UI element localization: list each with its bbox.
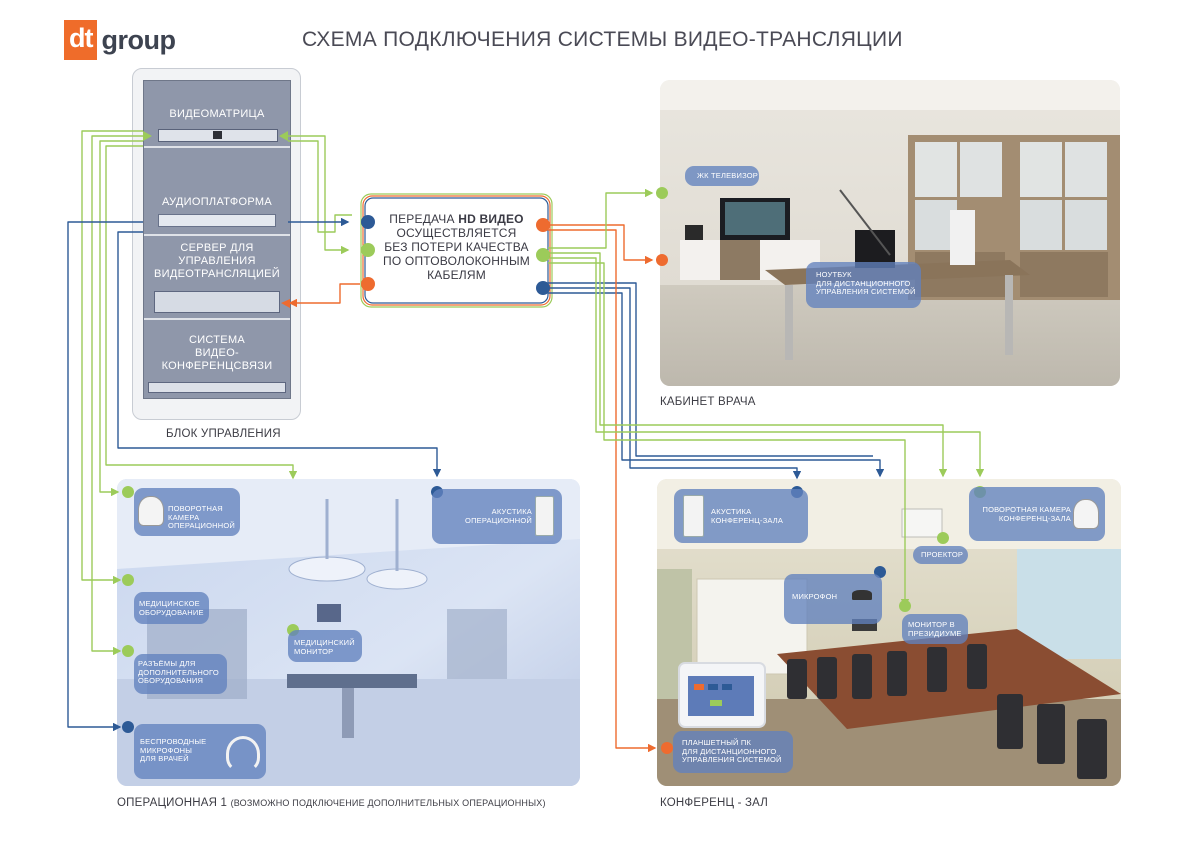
- ptz-camera-icon: [138, 496, 164, 526]
- hd-line-4: ПО ОПТОВОЛОКОННЫМ: [383, 254, 530, 268]
- vks-device: [148, 382, 286, 393]
- or-medical-monitor-line: МЕДИЦИНСКИЙ: [294, 638, 355, 647]
- or-connectors-label: РАЗЪЁМЫ ДЛЯ ДОПОЛНИТЕЛЬНОГО ОБОРУДОВАНИЯ: [134, 654, 227, 694]
- or-wireless-mics-label: БЕСПРОВОДНЫЕ МИКРОФОНЫ ДЛЯ ВРАЧЕЙ: [134, 724, 266, 779]
- or-acoustics-label: АКУСТИКА ОПЕРАЦИОННОЙ: [432, 489, 562, 544]
- rack-section-audio: АУДИОПЛАТФОРМА: [144, 148, 290, 236]
- server-label-line: ВИДЕОТРАНСЛЯЦИЕЙ: [153, 268, 280, 280]
- or-wireless-mics-line: БЕСПРОВОДНЫЕ: [140, 737, 207, 746]
- headset-icon: [226, 736, 260, 772]
- or-acoustics-label-line: ОПЕРАЦИОННОЙ: [465, 515, 532, 525]
- videomatrix-label: ВИДЕОМАТРИЦА: [169, 108, 265, 120]
- conference-caption: КОНФЕРЕНЦ - ЗАЛ: [660, 797, 769, 809]
- logo-group: group: [101, 24, 176, 55]
- or-connectors-line: РАЗЪЁМЫ ДЛЯ: [138, 659, 196, 668]
- server-label-line: УПРАВЛЕНИЯ: [178, 255, 256, 267]
- microphone-icon: [852, 590, 872, 600]
- conf-camera-label: ПОВОРОТНАЯ КАМЕРА КОНФЕРЕНЦ-ЗАЛА: [969, 487, 1105, 541]
- laptop-label-line: УПРАВЛЕНИЯ СИСТЕМОЙ: [816, 287, 916, 296]
- conf-camera-line: ПОВОРОТНАЯ КАМЕРА: [982, 505, 1071, 514]
- server-device: [154, 291, 280, 313]
- or-acoustics-label-line: АКУСТИКА: [491, 507, 532, 516]
- hd-line-5: КАБЕЛЯМ: [427, 268, 486, 282]
- or-connectors-line: ОБОРУДОВАНИЯ: [138, 676, 204, 685]
- rack-section-server: СЕРВЕР ДЛЯ УПРАВЛЕНИЯ ВИДЕОТРАНСЛЯЦИЕЙ: [144, 236, 290, 320]
- server-label: СЕРВЕР ДЛЯ УПРАВЛЕНИЯ ВИДЕОТРАНСЛЯЦИЕЙ: [144, 242, 290, 281]
- conf-acoustics-label: АКУСТИКА КОНФЕРЕНЦ-ЗАЛА: [674, 489, 808, 543]
- or-camera-label-line: ОПЕРАЦИОННОЙ: [168, 521, 235, 530]
- laptop-label: НОУТБУК ДЛЯ ДИСТАНЦИОННОГО УПРАВЛЕНИЯ СИ…: [806, 262, 921, 308]
- rack-section-vks: СИСТЕМА ВИДЕО- КОНФЕРЕНЦСВЯЗИ: [144, 320, 290, 398]
- dt-group-logo: dt group: [64, 20, 176, 60]
- operating-room-caption-main: ОПЕРАЦИОННАЯ 1: [117, 797, 228, 809]
- or-medical-monitor-label: МЕДИЦИНСКИЙ МОНИТОР: [288, 630, 362, 662]
- conf-tablet-label: ПЛАНШЕТНЫЙ ПК ДЛЯ ДИСТАНЦИОННОГО УПРАВЛЕ…: [673, 731, 793, 773]
- or-connectors-line: ДОПОЛНИТЕЛЬНОГО: [138, 667, 219, 677]
- laptop-label-line: ДЛЯ ДИСТАНЦИОННОГО: [816, 278, 911, 288]
- speaker-icon: [683, 495, 704, 537]
- conf-projector-label: ПРОЕКТОР: [913, 546, 968, 564]
- office-caption: КАБИНЕТ ВРАЧА: [660, 396, 756, 408]
- tablet-icon: [678, 662, 766, 728]
- page-title: СХЕМА ПОДКЛЮЧЕНИЯ СИСТЕМЫ ВИДЕО-ТРАНСЛЯЦ…: [302, 28, 903, 51]
- or-wireless-mics-line: МИКРОФОНЫ: [140, 745, 193, 755]
- control-unit-caption: БЛОК УПРАВЛЕНИЯ: [166, 428, 281, 440]
- hd-line-1-pre: ПЕРЕДАЧА: [389, 212, 459, 226]
- vks-label-line: СИСТЕМА: [188, 334, 246, 346]
- office-photo: [660, 80, 1120, 386]
- rack-section-videomatrix: ВИДЕОМАТРИЦА: [144, 81, 290, 148]
- hd-line-1-bold: HD ВИДЕО: [458, 212, 524, 226]
- laptop-label-line: НОУТБУК: [816, 270, 852, 279]
- hd-video-text: ПЕРЕДАЧА HD ВИДЕО ОСУЩЕСТВЛЯЕТСЯ БЕЗ ПОТ…: [365, 212, 548, 282]
- or-medical-monitor-line: МОНИТОР: [294, 646, 334, 656]
- tv-label-text: ЖК ТЕЛЕВИЗОР: [697, 171, 758, 180]
- hd-video-box: ПЕРЕДАЧА HD ВИДЕО ОСУЩЕСТВЛЯЕТСЯ БЕЗ ПОТ…: [365, 198, 548, 303]
- conf-camera-line: КОНФЕРЕНЦ-ЗАЛА: [998, 513, 1071, 523]
- conf-tablet-line: ДЛЯ ДИСТАНЦИОННОГО: [682, 746, 777, 756]
- vks-label: СИСТЕМА ВИДЕО- КОНФЕРЕНЦСВЯЗИ: [144, 334, 290, 373]
- conf-monitor-line: ПРЕЗИДИУМЕ: [908, 628, 962, 638]
- conf-acoustics-line: КОНФЕРЕНЦ-ЗАЛА: [711, 515, 784, 525]
- conf-monitor-line: МОНИТОР В: [908, 620, 955, 629]
- audio-platform-device: [158, 214, 276, 227]
- conf-tablet-line: УПРАВЛЕНИЯ СИСТЕМОЙ: [682, 755, 782, 764]
- or-medical-equipment-line: ОБОРУДОВАНИЕ: [139, 607, 204, 617]
- hd-line-1: ПЕРЕДАЧА HD ВИДЕО: [365, 212, 548, 226]
- operating-room-caption-note: (ВОЗМОЖНО ПОДКЛЮЧЕНИЕ ДОПОЛНИТЕЛЬНЫХ ОПЕ…: [230, 798, 546, 808]
- conference-hall-photo: [657, 479, 1121, 786]
- logo-dt: dt: [64, 20, 98, 60]
- or-medical-equipment-label: МЕДИЦИНСКОЕ ОБОРУДОВАНИЕ: [134, 592, 209, 624]
- ptz-camera-icon: [1073, 499, 1099, 529]
- tv-label: ЖК ТЕЛЕВИЗОР: [685, 166, 759, 186]
- or-medical-equipment-line: МЕДИЦИНСКОЕ: [139, 599, 200, 608]
- conf-acoustics-line: АКУСТИКА: [711, 507, 752, 516]
- conf-tablet-line: ПЛАНШЕТНЫЙ ПК: [682, 738, 752, 747]
- vks-label-line: КОНФЕРЕНЦСВЯЗИ: [161, 360, 273, 372]
- or-wireless-mics-line: ДЛЯ ВРАЧЕЙ: [140, 754, 189, 763]
- speaker-icon: [535, 496, 554, 536]
- conf-monitor-label: МОНИТОР В ПРЕЗИДИУМЕ: [902, 614, 968, 644]
- audio-platform-label: АУДИОПЛАТФОРМА: [161, 196, 273, 208]
- server-label-line: СЕРВЕР ДЛЯ: [180, 242, 254, 254]
- conf-microphone-text: МИКРОФОН: [792, 592, 838, 601]
- or-camera-label-line: ПОВОРОТНАЯ КАМЕРА: [168, 504, 223, 522]
- videomatrix-device: [158, 129, 278, 142]
- conf-microphone-label: МИКРОФОН: [784, 574, 882, 624]
- conf-projector-text: ПРОЕКТОР: [921, 550, 964, 559]
- hd-line-2: ОСУЩЕСТВЛЯЕТСЯ: [396, 226, 517, 240]
- operating-room-caption: ОПЕРАЦИОННАЯ 1 (ВОЗМОЖНО ПОДКЛЮЧЕНИЕ ДОП…: [117, 797, 546, 809]
- vks-label-line: ВИДЕО-: [194, 347, 240, 359]
- hd-line-3: БЕЗ ПОТЕРИ КАЧЕСТВА: [384, 240, 529, 254]
- control-unit-rack: ВИДЕОМАТРИЦА АУДИОПЛАТФОРМА СЕРВЕР ДЛЯ У…: [143, 80, 291, 399]
